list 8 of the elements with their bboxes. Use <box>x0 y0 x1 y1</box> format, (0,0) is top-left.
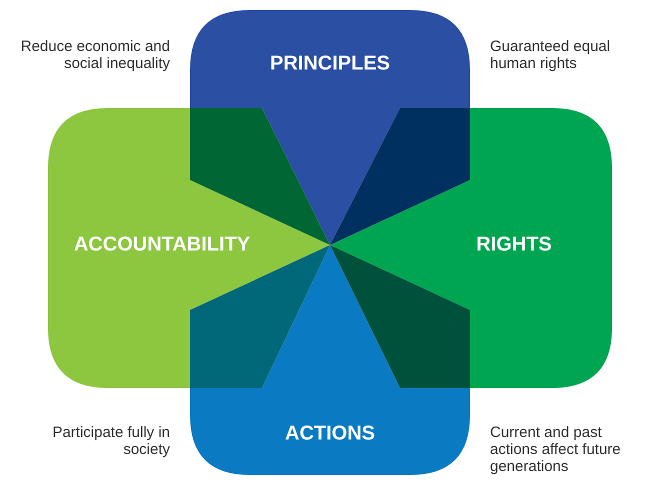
section-title: PRINCIPLES <box>270 52 390 76</box>
description-text: Reduce economic and social inequality <box>20 38 170 72</box>
section-title: ACTIONS <box>285 422 375 446</box>
section-title: ACCOUNTABILITY <box>74 234 250 256</box>
section-title: RIGHTS <box>476 234 552 256</box>
description-text: Guaranteed equal human rights <box>490 38 612 72</box>
description-text: Participate fully in society <box>51 424 170 458</box>
description-text: Current and past actions affect future generations <box>490 424 622 475</box>
